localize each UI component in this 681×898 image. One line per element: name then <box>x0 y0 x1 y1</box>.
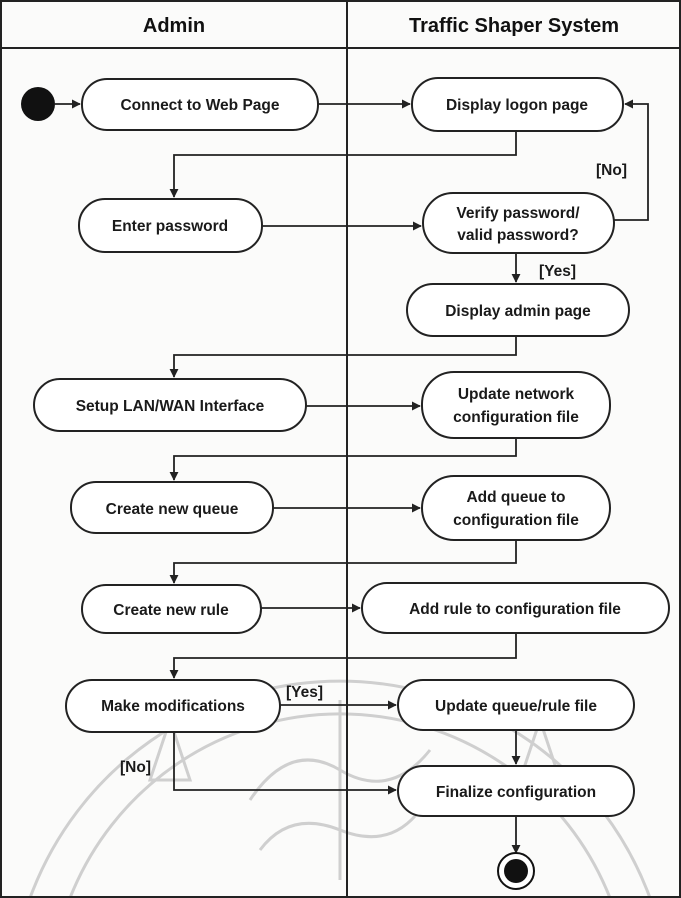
lane-title-system: Traffic Shaper System <box>409 15 619 37</box>
action-label-line-1: Update network <box>458 386 575 403</box>
action-add-queue-to-configuration-file: Add queue to configuration file <box>421 475 611 541</box>
action-display-logon-page: Display logon page <box>411 77 624 132</box>
flow-verify-no <box>614 99 649 221</box>
flow-addrule-modify <box>169 633 517 679</box>
action-label-line-1: Verify password/ <box>456 205 580 222</box>
action-label-line-2: configuration file <box>453 409 579 426</box>
action-create-new-rule: Create new rule <box>81 584 262 634</box>
flow-admin-setup <box>169 336 517 378</box>
action-setup-lan-wan-interface: Setup LAN/WAN Interface <box>33 378 307 432</box>
action-label: Enter password <box>112 218 228 235</box>
guard-verify-yes: [Yes] <box>539 263 576 280</box>
guard-modify-no: [No] <box>120 759 151 776</box>
action-label-line-2: configuration file <box>453 512 579 529</box>
action-verify-password: Verify password/ valid password? <box>422 192 615 254</box>
action-label: Setup LAN/WAN Interface <box>76 398 265 415</box>
end-node <box>497 852 535 890</box>
start-node <box>21 87 55 121</box>
action-make-modifications: Make modifications <box>65 679 281 733</box>
action-label: Add rule to configuration file <box>409 601 621 618</box>
action-update-queue-rule-file: Update queue/rule file <box>397 679 635 731</box>
action-connect-to-web-page: Connect to Web Page <box>81 78 319 131</box>
action-create-new-queue: Create new queue <box>70 481 274 534</box>
action-finalize-configuration: Finalize configuration <box>397 765 635 817</box>
action-add-rule-to-configuration-file: Add rule to configuration file <box>361 582 670 634</box>
action-label-line-1: Add queue to <box>466 489 565 506</box>
action-label: Finalize configuration <box>436 784 596 801</box>
lane-title-admin: Admin <box>143 15 205 37</box>
flow-modify-no <box>173 732 397 795</box>
action-label: Connect to Web Page <box>120 97 279 114</box>
action-label: Create new rule <box>113 602 229 619</box>
action-label: Update queue/rule file <box>435 698 597 715</box>
action-update-network-configuration-file: Update network configuration file <box>421 371 611 439</box>
guard-modify-yes: [Yes] <box>286 684 323 701</box>
action-label: Display logon page <box>446 97 588 114</box>
action-enter-password: Enter password <box>78 198 263 253</box>
guard-verify-no: [No] <box>596 162 627 179</box>
action-label: Display admin page <box>445 303 591 320</box>
control-flows <box>55 99 649 854</box>
action-display-admin-page: Display admin page <box>406 283 630 337</box>
action-label: Create new queue <box>106 501 239 518</box>
flow-update-queue <box>169 438 517 481</box>
action-label-line-2: valid password? <box>457 227 578 244</box>
flow-add-rule <box>169 540 517 584</box>
flow-logon-enter <box>169 131 517 198</box>
action-label: Make modifications <box>101 698 245 715</box>
